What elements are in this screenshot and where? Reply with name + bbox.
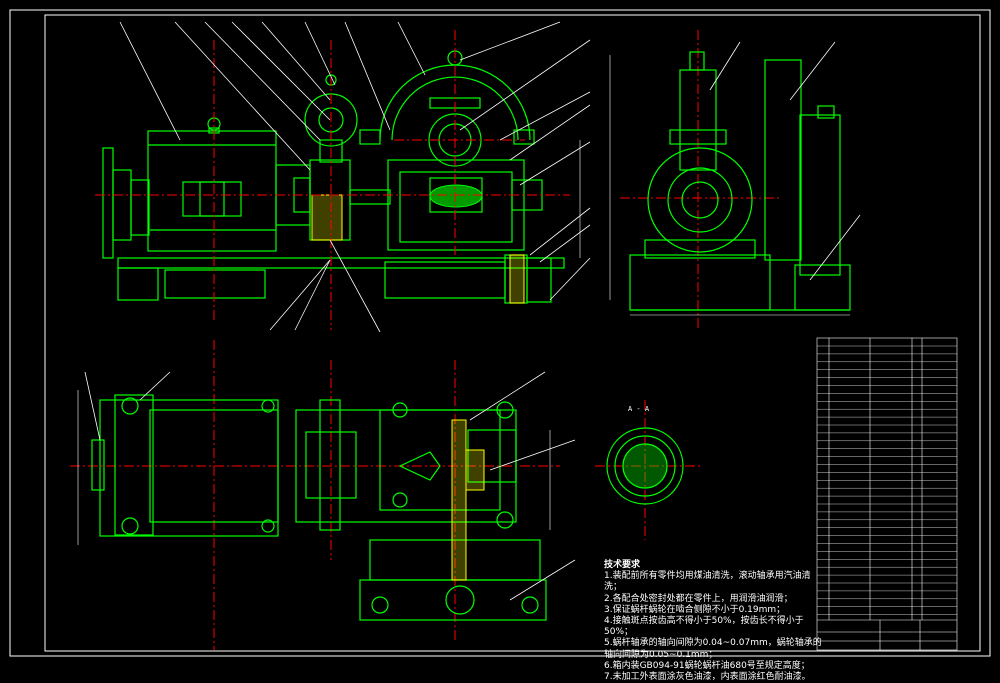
centerlines bbox=[70, 30, 780, 650]
note-line: 50%； bbox=[604, 627, 634, 638]
note-line: 7.未加工外表面涂灰色油漆，内表面涂红色耐油漆。 bbox=[604, 672, 811, 683]
note-line: 轴向间隙为0.05~0.1mm； bbox=[604, 649, 718, 660]
note-line: 2.各配合处密封处都在零件上，用润滑油润滑； bbox=[604, 593, 793, 604]
technical-requirements: 技术要求 1.装配前所有零件均用煤油清洗，滚动轴承用汽油清 洗； 2.各配合处密… bbox=[604, 560, 822, 683]
note-line: 1.装配前所有零件均用煤油清洗，滚动轴承用汽油清 bbox=[604, 571, 811, 582]
section-a-a bbox=[606, 427, 684, 505]
dimension-lines bbox=[77, 55, 850, 545]
parts-list-rows bbox=[817, 345, 957, 615]
front-view bbox=[102, 50, 565, 304]
note-line: 洗； bbox=[604, 582, 623, 593]
side-view bbox=[629, 51, 851, 311]
outer-frame bbox=[9, 9, 991, 657]
note-line: 6.箱内装GB094-91蜗轮蜗杆油680号至规定高度； bbox=[604, 660, 810, 671]
worm-gear-hatch bbox=[429, 184, 483, 208]
plan-view bbox=[91, 394, 547, 621]
inner-frame bbox=[44, 14, 981, 652]
section-label: A - A bbox=[628, 405, 650, 413]
parts-list bbox=[816, 337, 958, 651]
front-view-hatching bbox=[311, 194, 525, 304]
notes-title: 技术要求 bbox=[604, 560, 641, 570]
leader-lines bbox=[84, 21, 861, 601]
note-line: 3.保证蜗杆蜗轮在啮合侧隙不小于0.19mm； bbox=[604, 604, 786, 615]
plan-view-hatching bbox=[451, 419, 485, 581]
note-line: 4.接触斑点按齿高不得小于50%，按齿长不得小于 bbox=[604, 616, 804, 627]
cad-drawing bbox=[9, 9, 991, 657]
note-line: 5.蜗杆轴承的轴向间隙为0.04~0.07mm，蜗轮轴承的 bbox=[604, 638, 822, 649]
